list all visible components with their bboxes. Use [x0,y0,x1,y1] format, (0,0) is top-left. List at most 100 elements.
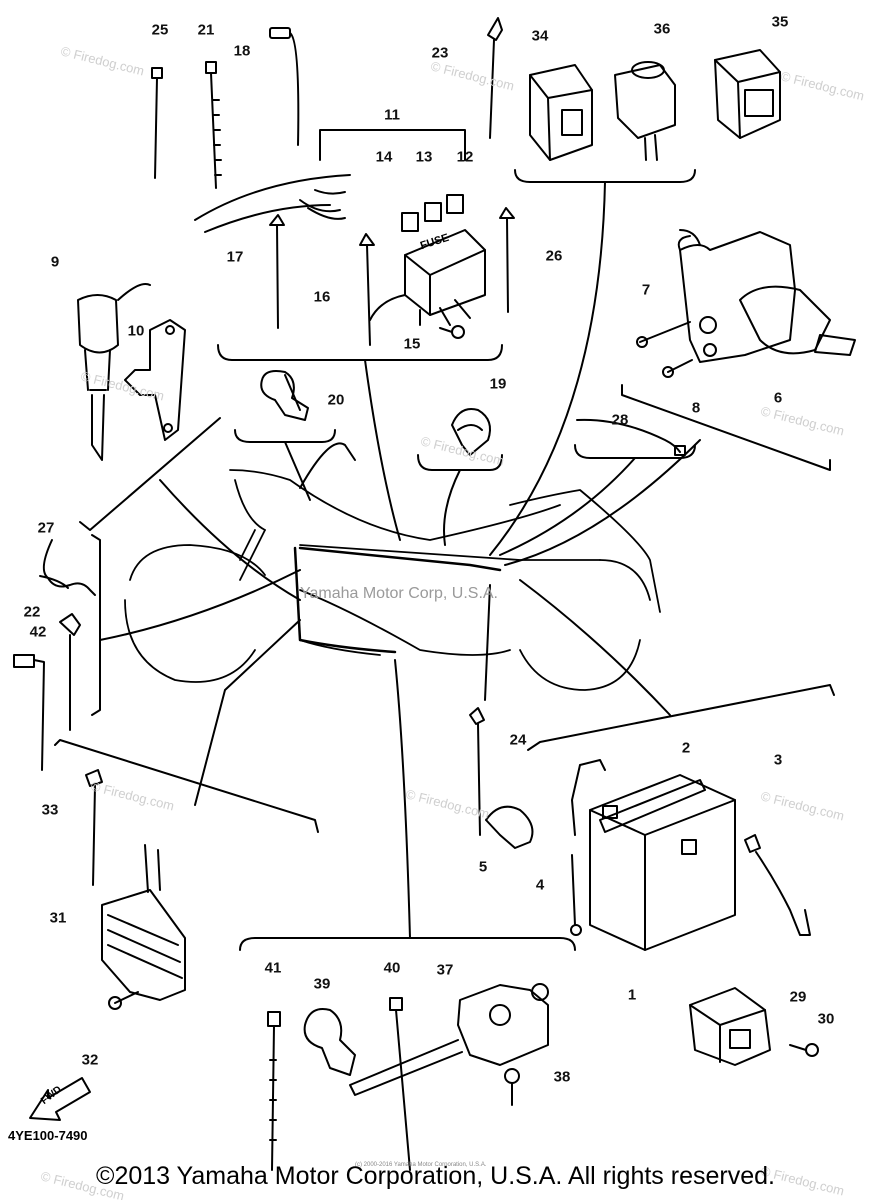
bolt-8 [662,359,693,378]
bracket-battery-group [527,684,835,751]
callout-5: 5 [478,858,488,876]
watermark-layer: © Firedog.com © Firedog.com © Firedog.co… [39,43,866,1200]
callout-19: 19 [489,375,507,393]
harness-handlebar [299,442,356,489]
bracket-relays-group [514,169,696,183]
callout-25: 25 [151,21,169,39]
callout-41: 41 [264,959,282,977]
cable-tie-23 [487,17,503,139]
callout-30: 30 [817,1010,835,1028]
callout-29: 29 [789,988,807,1006]
bolt-38 [504,1068,520,1106]
battery-lead-3 [744,834,811,936]
callout-33: 33 [41,801,59,819]
callout-11: 11 [384,106,400,124]
callout-27: 27 [37,519,55,537]
watermark-text: © Firedog.com [89,778,176,813]
callout-42: 42 [29,623,47,641]
callout-1: 1 [627,986,637,1004]
callout-26: 26 [545,247,563,265]
callout-20: 20 [327,391,345,409]
harness-top [298,546,502,572]
cable-tie-16 [359,233,375,346]
callout-22: 22 [23,603,41,621]
callout-32: 32 [81,1051,99,1069]
watermark-text: © Firedog.com [759,403,846,438]
watermark-text: © Firedog.com [59,43,146,78]
callout-14: 14 [375,148,393,166]
callout-18: 18 [233,42,251,60]
leader-24 [484,584,491,701]
starter-relay-29 [689,987,771,1066]
callout-17: 17 [226,248,244,266]
clamp-20 [260,370,309,421]
rectifier-31 [101,844,186,1001]
bracket-regulator-group [54,739,319,833]
callout-34: 34 [531,27,549,45]
leader-bottom [394,659,411,939]
sensor-37 [349,983,549,1096]
cable-tie-33 [85,769,103,886]
cable-tie-18 [269,27,300,146]
callout-7: 7 [641,281,651,299]
screw-15 [439,325,465,339]
leader-switch [504,439,701,566]
callout-40: 40 [383,959,401,977]
fuse-13 [424,202,442,222]
relay-35 [714,49,781,139]
callout-21: 21 [197,21,215,39]
clip-27 [39,539,96,596]
cable-tie-17 [269,214,285,329]
frame-wire-lower [204,204,331,233]
callout-31: 31 [49,909,67,927]
callout-23: 23 [431,44,449,62]
bolt-32 [108,991,139,1010]
callout-12: 12 [456,148,474,166]
clamp-39 [303,1008,356,1076]
center-watermark: Yamaha Motor Corp, U.S.A. [300,585,498,602]
leader-relays [489,181,606,556]
cable-tie-41 [267,1011,281,1171]
leader-battery [519,579,671,716]
cable-tie-24 [469,707,485,836]
cable-tie-26 [499,207,515,313]
bracket-bottom-group [239,937,576,951]
bracket-10 [124,319,186,441]
bolt-30 [789,1043,819,1057]
frame-wire-upper [194,174,351,221]
battery-lead-4 [570,854,582,936]
clamp-22 [59,613,81,731]
watermark-text: © Firedog.com [779,68,866,103]
callout-4: 4 [535,876,545,894]
watermark-text: © Firedog.com [759,788,846,823]
callout-9: 9 [50,253,60,271]
leader-left-parts [159,479,301,601]
callout-24: 24 [509,731,527,749]
callout-39: 39 [313,975,331,993]
watermark-text: © Firedog.com [429,58,516,93]
harness-center [293,546,397,654]
callout-2: 2 [681,739,691,757]
cable-tie-21 [205,61,222,189]
leader-28 [499,457,636,556]
band-5 [485,805,534,849]
band-28 [576,418,686,456]
callout-8: 8 [691,399,701,417]
fuse-box [369,229,486,326]
cable-tie-40 [389,997,411,1171]
callout-35: 35 [771,13,789,31]
battery-1 [589,774,736,951]
cable-tie-25 [151,67,163,179]
bracket-left-parts [79,417,221,531]
battery-band-2 [599,779,706,833]
leader-regulator [194,619,301,806]
watermark-text: © Firedog.com [404,786,491,821]
callout-37: 37 [436,961,454,979]
watermark-text: © Firedog.com [419,433,506,468]
fuse-14 [401,212,419,232]
leader-clamps [99,569,301,641]
motorcycle-outline [124,469,661,691]
callout-6: 6 [773,389,783,407]
callout-28: 28 [611,411,629,429]
callout-16: 16 [313,288,331,306]
